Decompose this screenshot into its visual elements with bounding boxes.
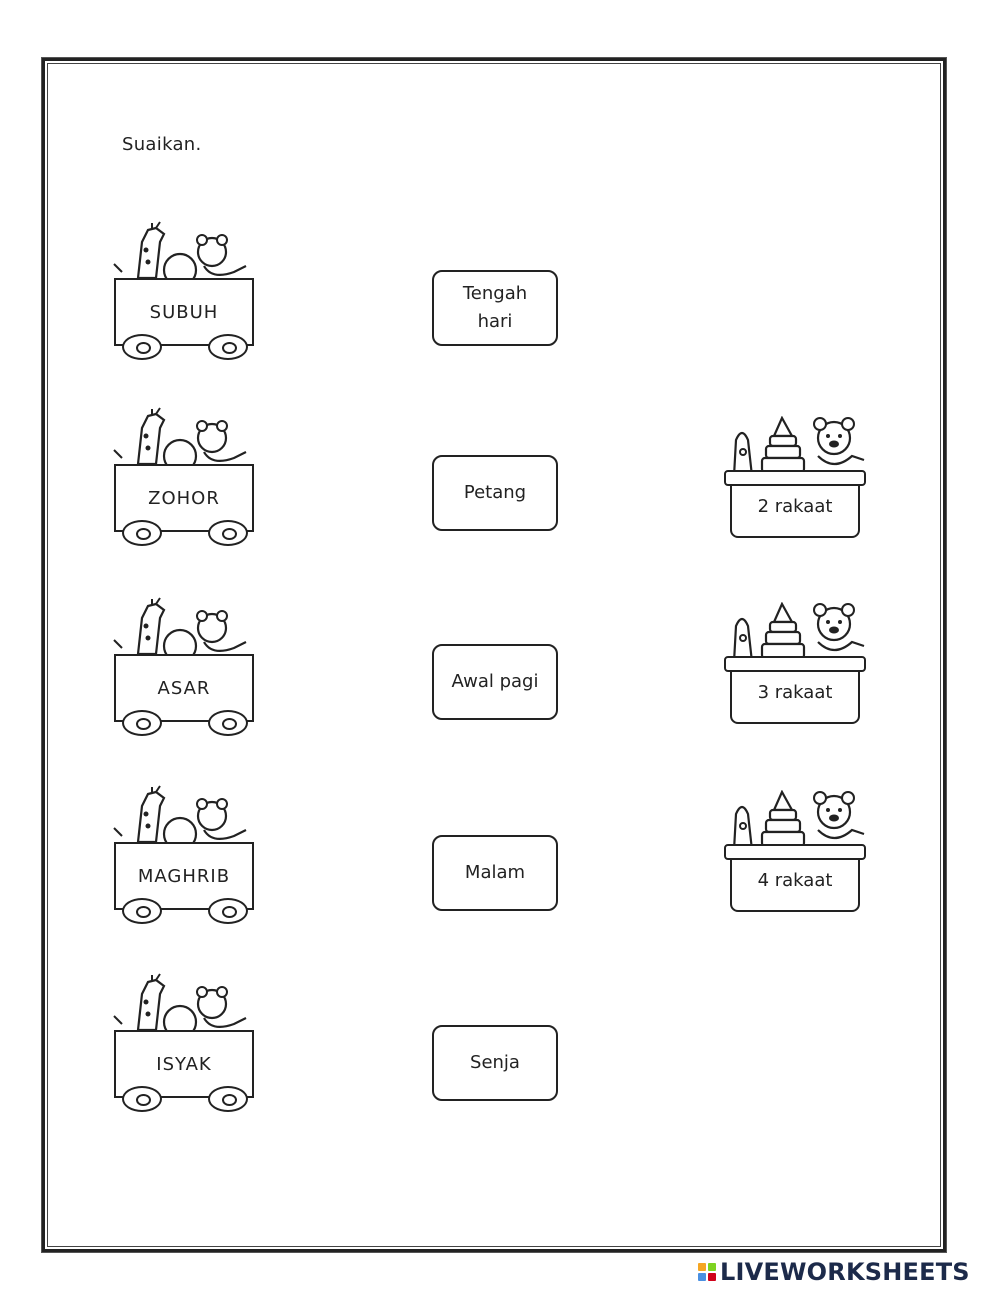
rakaat-basket-3[interactable]: 3 rakaat (722, 602, 872, 732)
wheel-icon (208, 1086, 248, 1112)
worksheet-frame (42, 58, 946, 1252)
wheel-icon (122, 1086, 162, 1112)
time-card-awal-pagi[interactable]: Awal pagi (432, 644, 558, 720)
liveworksheets-logo-icon (698, 1263, 716, 1281)
prayer-wagon-asar[interactable]: ASAR (108, 596, 260, 746)
time-card-senja[interactable]: Senja (432, 1025, 558, 1101)
wheel-icon (122, 334, 162, 360)
toy-basket-icon (732, 602, 865, 664)
prayer-wagon-subuh[interactable]: SUBUH (108, 220, 260, 370)
instruction-text: Suaikan. (122, 134, 202, 155)
basket-rim (724, 656, 866, 672)
toy-basket-icon (732, 790, 865, 852)
wheel-icon (208, 710, 248, 736)
toy-basket-icon (732, 416, 865, 478)
liveworksheets-logo: LIVEWORKSHEETS (698, 1258, 970, 1286)
rakaat-basket-4[interactable]: 4 rakaat (722, 790, 872, 920)
prayer-wagon-zohor[interactable]: ZOHOR (108, 406, 260, 556)
time-card-tengah-hari[interactable]: Tengah hari (432, 270, 558, 346)
basket-rim (724, 470, 866, 486)
wheel-icon (122, 898, 162, 924)
prayer-wagon-maghrib[interactable]: MAGHRIB (108, 784, 260, 934)
wheel-icon (122, 520, 162, 546)
basket-rim (724, 844, 866, 860)
brand-name: LIVEWORKSHEETS (720, 1258, 970, 1286)
wheel-icon (208, 334, 248, 360)
time-card-malam[interactable]: Malam (432, 835, 558, 911)
wheel-icon (208, 520, 248, 546)
prayer-wagon-isyak[interactable]: ISYAK (108, 972, 260, 1122)
wheel-icon (208, 898, 248, 924)
rakaat-basket-2[interactable]: 2 rakaat (722, 416, 872, 546)
time-card-petang[interactable]: Petang (432, 455, 558, 531)
wheel-icon (122, 710, 162, 736)
prayer-label: SUBUH (114, 278, 254, 346)
